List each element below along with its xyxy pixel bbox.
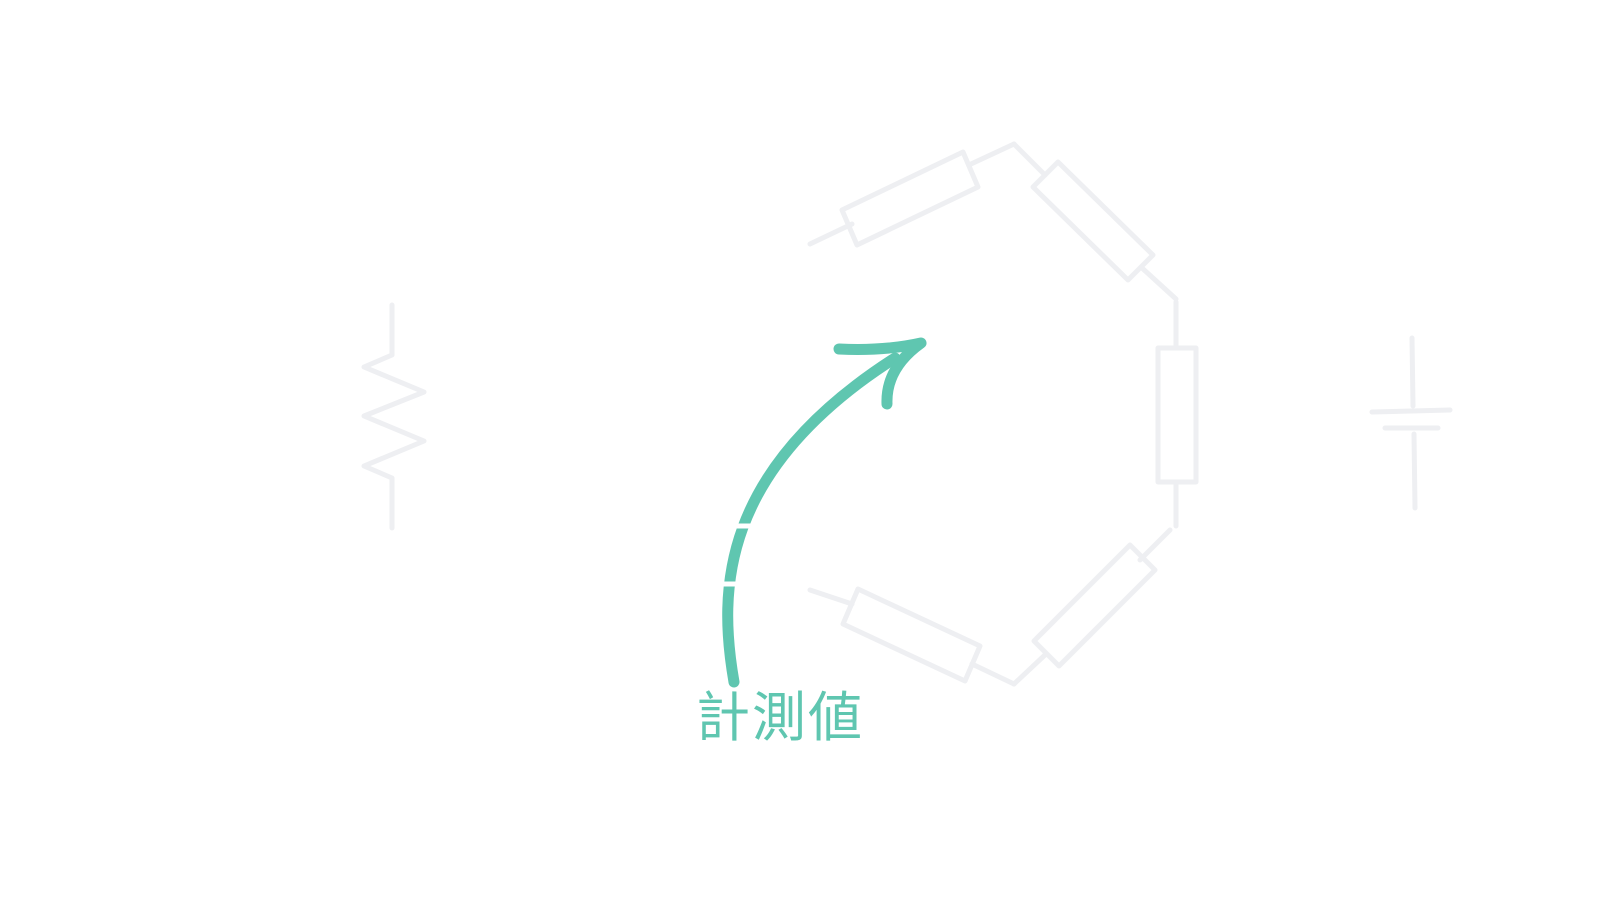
- measurement-label: 計測値: [696, 686, 864, 749]
- ring-resistor-bottom-left: [807, 586, 1017, 687]
- capacitor-top-plate: [1369, 407, 1453, 415]
- ring-resistor-top-right: [1011, 141, 1179, 302]
- arrow-head: [833, 337, 927, 410]
- resistor-zigzag-icon: [361, 302, 427, 531]
- resistor-ring-icon: [807, 141, 1199, 687]
- resistor-zigzag-path: [361, 302, 427, 531]
- capacitor-bottom-lead: [1411, 431, 1418, 511]
- curved-arrow-icon: [722, 337, 927, 688]
- ring-resistor-top-left: [807, 141, 1017, 248]
- capacitor-top-lead: [1409, 335, 1416, 409]
- ring-resistor-bottom-right: [1011, 527, 1173, 687]
- capacitor-icon: [1369, 335, 1453, 511]
- arrow-shaft: [722, 352, 901, 688]
- ring-resistor-right: [1155, 299, 1199, 529]
